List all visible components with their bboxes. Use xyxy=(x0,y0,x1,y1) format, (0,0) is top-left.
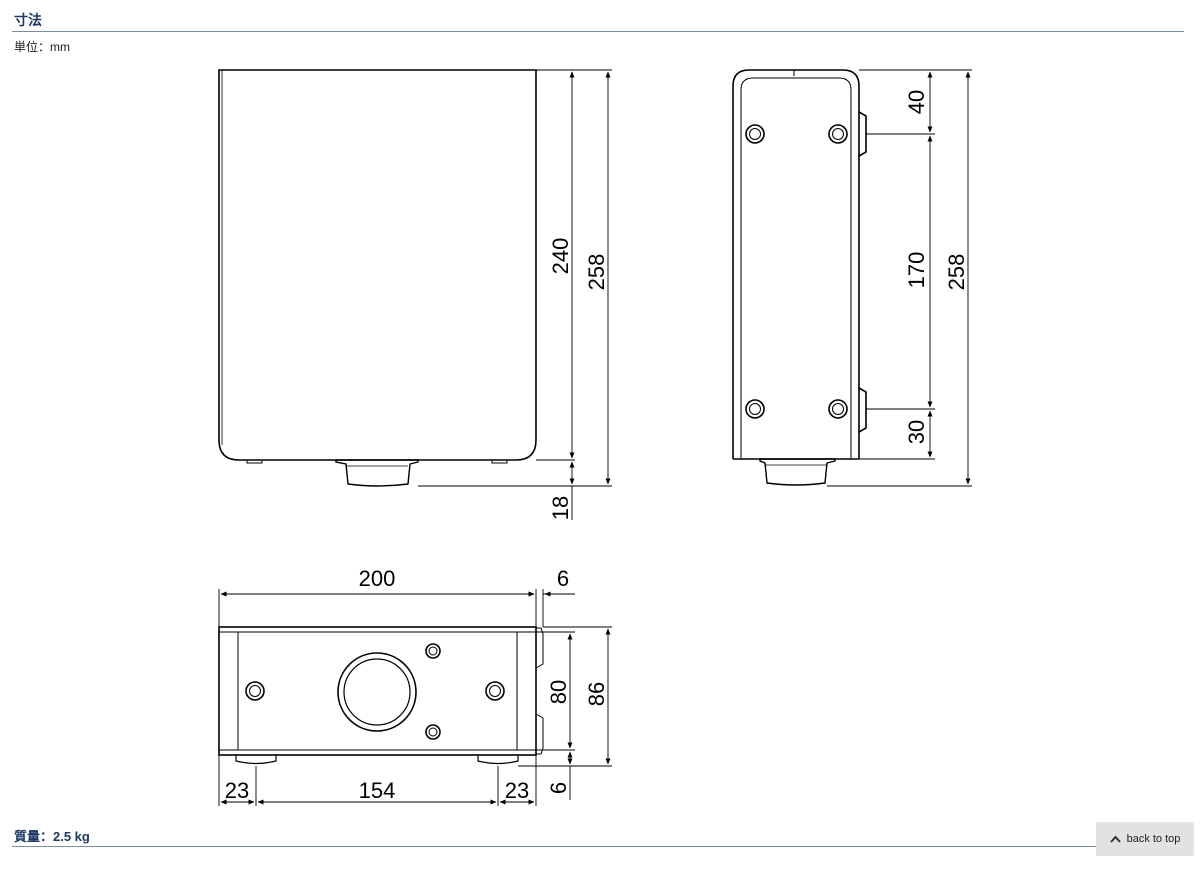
bottom-dimension-lines xyxy=(218,589,612,806)
weight-divider xyxy=(12,846,1184,847)
chevron-up-icon xyxy=(1109,835,1121,843)
front-view xyxy=(218,69,537,487)
front-dimension-lines xyxy=(418,69,612,520)
title-divider xyxy=(12,31,1184,32)
bottom-right-inset-label: 23 xyxy=(505,778,529,803)
section-title: 寸法 xyxy=(14,12,42,28)
bottom-view xyxy=(218,626,544,765)
weight-heading: 質量：2.5 kg xyxy=(14,829,90,844)
unit-label: 単位：mm xyxy=(14,40,70,54)
front-foot-height-label: 18 xyxy=(548,496,573,520)
side-dimension-lines xyxy=(827,69,972,487)
side-bottom-offset-label: 30 xyxy=(904,420,929,444)
side-view xyxy=(732,69,867,486)
side-total-height-label: 258 xyxy=(944,254,969,291)
back-to-top-button[interactable]: back to top xyxy=(1096,822,1194,856)
side-middle-label: 170 xyxy=(904,252,929,289)
back-to-top-label: back to top xyxy=(1126,833,1181,845)
front-total-height-label: 258 xyxy=(584,254,609,291)
bottom-protrusion-label: 6 xyxy=(557,566,569,591)
bottom-left-inset-label: 23 xyxy=(225,778,249,803)
bottom-foot-span-label: 154 xyxy=(359,778,396,803)
side-top-offset-label: 40 xyxy=(904,90,929,114)
bottom-margin-label: 6 xyxy=(546,782,571,794)
front-body-height-label: 240 xyxy=(548,238,573,275)
bottom-total-depth-label: 86 xyxy=(584,682,609,706)
bottom-width-label: 200 xyxy=(359,566,396,591)
bottom-inner-height-label: 80 xyxy=(546,680,571,704)
